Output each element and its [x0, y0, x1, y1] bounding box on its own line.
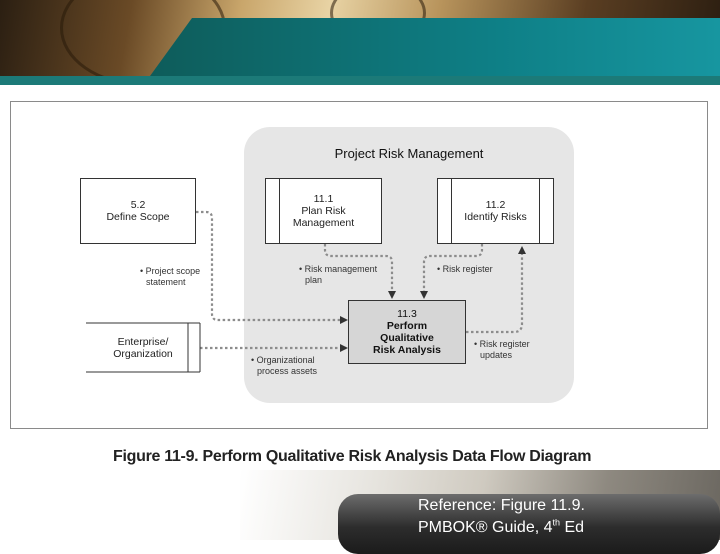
process-bar-right [539, 179, 547, 243]
process-bar-left [444, 179, 452, 243]
reference-line2: PMBOK® Guide, 4th Ed [418, 517, 718, 539]
flow-label-line2: updates [474, 350, 530, 361]
reference-text: Reference: Figure 11.9. PMBOK® Guide, 4t… [418, 495, 718, 539]
flow-label-organizational-process-assets: • Organizational process assets [251, 355, 317, 377]
flow-label-line1: • Risk register [437, 264, 493, 275]
reference-line1: Reference: Figure 11.9. [418, 495, 718, 517]
process-number: 11.1 [314, 193, 334, 205]
process-plan-risk-management: 11.1 Plan Risk Management [265, 178, 382, 244]
flow-label-line1: • Organizational [251, 355, 317, 366]
process-name-line3: Risk Analysis [373, 344, 441, 356]
flow-label-line1: • Risk management [299, 264, 377, 275]
process-name-line2: Qualitative [380, 332, 434, 344]
process-number: 5.2 [131, 199, 146, 211]
header-accent-bar [0, 76, 720, 85]
process-bar-left [272, 179, 280, 243]
process-name: Define Scope [106, 211, 169, 223]
process-perform-qualitative-risk-analysis: 11.3 Perform Qualitative Risk Analysis [348, 300, 466, 364]
panel-title: Project Risk Management [244, 146, 574, 161]
enterprise-organization-entity: Enterprise/ Organization [86, 323, 200, 373]
process-name-line2: Management [293, 217, 354, 229]
process-define-scope: 5.2 Define Scope [80, 178, 196, 244]
process-name-line1: Perform [387, 320, 427, 332]
process-number: 11.2 [486, 199, 506, 211]
flow-label-line2: statement [140, 277, 200, 288]
process-name-line1: Plan Risk [301, 205, 345, 217]
entity-name-line1: Enterprise/ [113, 336, 173, 348]
flow-label-risk-register: • Risk register [437, 264, 493, 275]
flow-label-risk-management-plan: • Risk management plan [299, 264, 377, 286]
process-name: Identify Risks [464, 211, 526, 223]
flow-label-project-scope-statement: • Project scope statement [140, 266, 200, 288]
process-identify-risks: 11.2 Identify Risks [437, 178, 554, 244]
figure-caption: Figure 11-9. Perform Qualitative Risk An… [113, 448, 591, 466]
flow-label-line1: • Risk register [474, 339, 530, 350]
entity-name-line2: Organization [113, 348, 173, 360]
process-number: 11.3 [397, 308, 417, 320]
flow-label-risk-register-updates: • Risk register updates [474, 339, 530, 361]
flow-label-line2: process assets [251, 366, 317, 377]
flow-label-line2: plan [299, 275, 377, 286]
flow-label-line1: • Project scope [140, 266, 200, 277]
header-teal-banner [150, 18, 720, 76]
